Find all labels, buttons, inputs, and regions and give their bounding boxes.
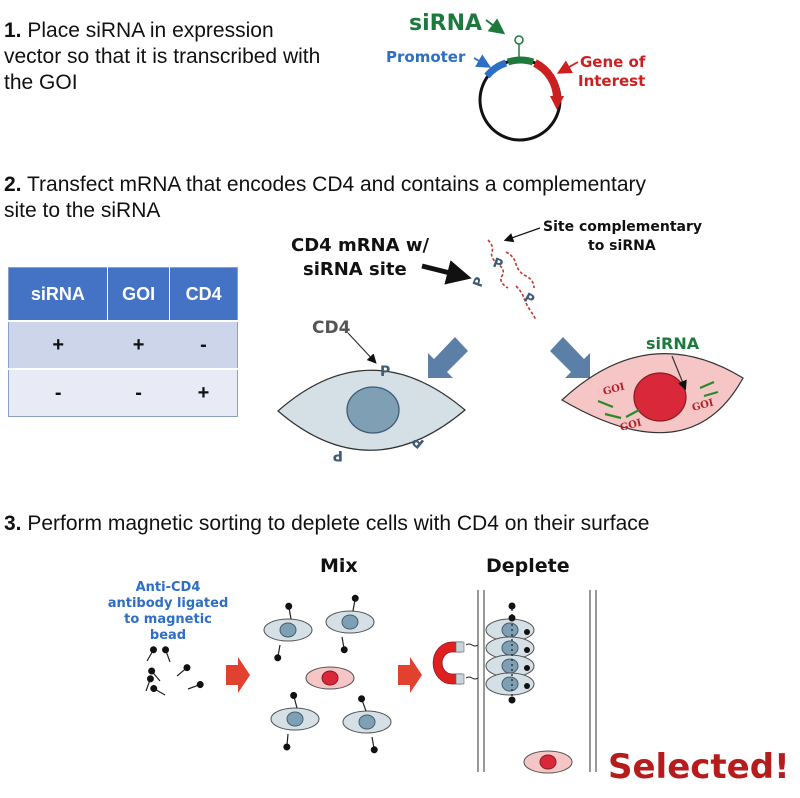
site-pointer bbox=[503, 227, 541, 243]
gene-pointer bbox=[556, 60, 579, 74]
site-label-line1: Site complementary bbox=[543, 219, 702, 235]
deplete-label: Deplete bbox=[486, 555, 570, 577]
mrna-pointer-arrow bbox=[421, 260, 472, 285]
antibody-label-line2: antibody ligated bbox=[108, 596, 229, 611]
mrna-label-line2: siRNA site bbox=[303, 259, 407, 280]
cd4-cell: CD4 P P P bbox=[277, 318, 466, 463]
goi-cell: siRNA GOI GOI GOI bbox=[561, 334, 744, 434]
mrna-label-line1: CD4 mRNA w/ bbox=[291, 235, 429, 256]
table-header: GOI bbox=[107, 267, 171, 321]
sirna-segment bbox=[506, 56, 535, 66]
sirna-dash bbox=[699, 380, 715, 390]
mrna-p-glyph: P bbox=[471, 275, 488, 289]
step1-line3: the GOI bbox=[4, 71, 78, 94]
sirna-pointer bbox=[485, 18, 506, 35]
table-row: - - + bbox=[8, 368, 238, 417]
mix-arrow-icon bbox=[226, 657, 250, 693]
step1-line2: vector so that it is transcribed with bbox=[4, 45, 321, 68]
sirna-dash bbox=[604, 412, 622, 420]
sirna-dash bbox=[625, 409, 640, 418]
deplete-arrow-icon bbox=[398, 657, 422, 693]
sorting-section: Anti-CD4 antibody ligated to magnetic be… bbox=[108, 555, 790, 787]
table-header-row: siRNA GOI CD4 bbox=[8, 267, 238, 321]
mix-label: Mix bbox=[320, 555, 358, 577]
mrna-strand bbox=[487, 239, 509, 289]
step2-line1: Transfect mRNA that encodes CD4 and cont… bbox=[21, 173, 646, 196]
hairpin-loop-icon bbox=[514, 35, 524, 45]
step1-line1: Place siRNA in expression bbox=[21, 19, 274, 42]
plasmid-diagram: siRNA Promoter Gene of Interest bbox=[386, 11, 646, 142]
mrna-group: CD4 mRNA w/ siRNA site Site complementar… bbox=[291, 219, 702, 321]
cell-sirna-pointer bbox=[671, 355, 687, 391]
mrna-p-glyph: P bbox=[521, 290, 537, 308]
gene-label-line2: Interest bbox=[578, 72, 645, 90]
promoter-pointer bbox=[473, 54, 492, 68]
horseshoe-magnet-icon bbox=[432, 641, 479, 685]
table-cell: + bbox=[8, 320, 108, 369]
cd4-label: CD4 bbox=[312, 318, 351, 338]
arrow-to-goi-cell-icon bbox=[550, 337, 590, 378]
cd4-p-glyph: P bbox=[380, 364, 390, 380]
sirna-dash bbox=[703, 390, 719, 398]
sirna-label: siRNA bbox=[409, 11, 482, 36]
cd4-pointer bbox=[347, 332, 377, 364]
goi-segment bbox=[533, 59, 561, 99]
cd4-p-glyph: P bbox=[333, 447, 343, 463]
antibody-label-line4: bead bbox=[150, 628, 186, 643]
table-header: CD4 bbox=[169, 267, 238, 321]
step3-number: 3. bbox=[4, 512, 22, 535]
step2-line2: site to the siRNA bbox=[4, 199, 161, 222]
selected-label: Selected! bbox=[608, 747, 790, 787]
step1-text: 1. Place siRNA in expression vector so t… bbox=[4, 18, 320, 96]
site-label-line2: to siRNA bbox=[588, 238, 656, 254]
promoter-label: Promoter bbox=[386, 48, 466, 66]
mixed-cells bbox=[263, 593, 392, 755]
table-cell: - bbox=[8, 368, 108, 417]
step2-number: 2. bbox=[4, 173, 22, 196]
step1-number: 1. bbox=[4, 19, 22, 42]
goi-cell-nucleus bbox=[633, 372, 687, 422]
antibody-label-line3: to magnetic bbox=[124, 612, 212, 627]
gene-label-line1: Gene of bbox=[580, 53, 646, 71]
promoter-segment bbox=[484, 59, 508, 79]
sirna-dash bbox=[597, 399, 614, 409]
expression-table: siRNA GOI CD4 + + - - - + bbox=[8, 267, 238, 417]
table-cell: + bbox=[169, 368, 238, 417]
table-header: siRNA bbox=[8, 267, 108, 321]
step3-text: 3. Perform magnetic sorting to deplete c… bbox=[4, 511, 649, 537]
selected-cell bbox=[523, 750, 573, 774]
free-antibody-beads bbox=[142, 644, 206, 699]
mrna-strand bbox=[505, 251, 535, 289]
cd4-cell-nucleus bbox=[346, 386, 400, 434]
table-cell: + bbox=[107, 320, 170, 369]
step2-text: 2. Transfect mRNA that encodes CD4 and c… bbox=[4, 172, 646, 224]
arrow-to-cd4-cell-icon bbox=[428, 337, 468, 378]
table-row: + + - bbox=[8, 320, 238, 369]
cell-sirna-label: siRNA bbox=[646, 334, 700, 353]
step3-line: Perform magnetic sorting to deplete cell… bbox=[21, 512, 650, 535]
table-cell: - bbox=[169, 320, 238, 369]
antibody-label-line1: Anti-CD4 bbox=[136, 580, 201, 595]
mrna-strand bbox=[515, 285, 537, 321]
goi-arrowhead bbox=[550, 96, 564, 110]
magnetic-column bbox=[477, 590, 597, 772]
table-cell: - bbox=[107, 368, 170, 417]
